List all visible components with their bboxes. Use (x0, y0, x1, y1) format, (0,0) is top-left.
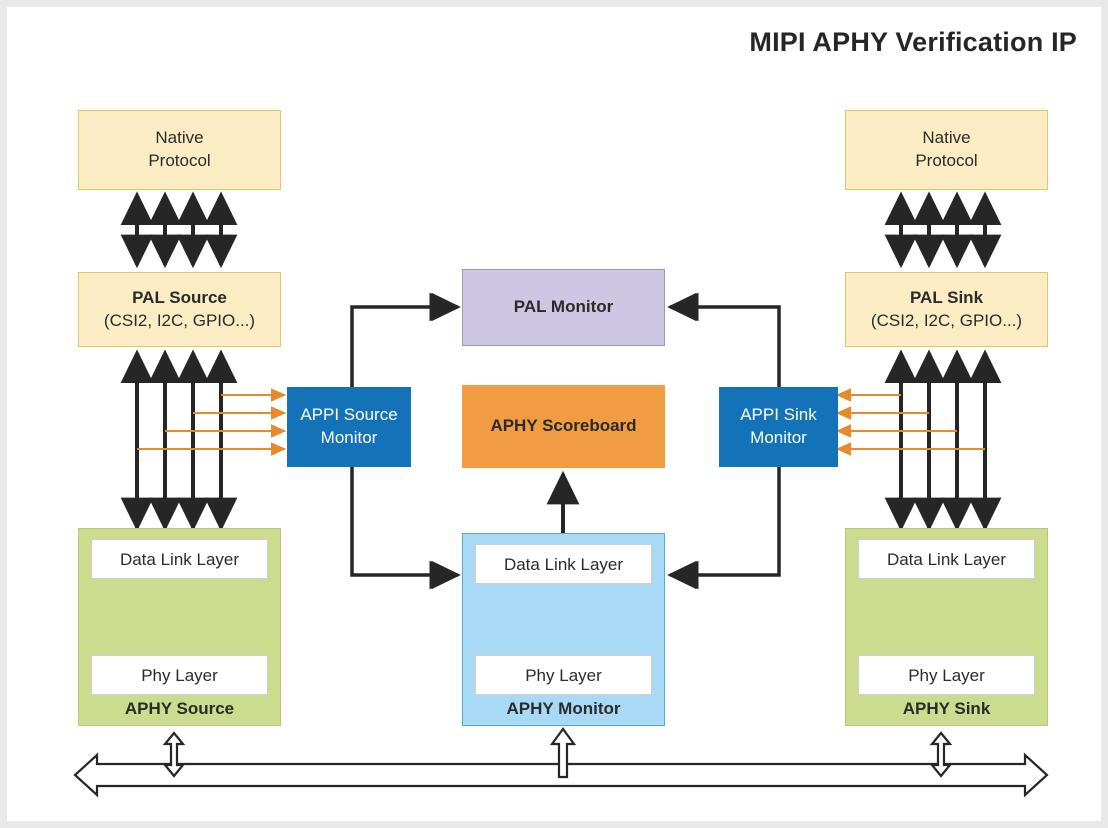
bottom-bus (73, 752, 1049, 798)
lanes-native-to-pal-sink (884, 191, 1002, 269)
node-aphy-sink[interactable]: Data Link Layer Phy Layer APHY Sink (845, 528, 1048, 726)
aphy-monitor-layer-data-link: Data Link Layer (475, 544, 652, 584)
aphy-source-layer-data-link: Data Link Layer (91, 539, 268, 579)
lanes-pal-sink-to-aphy-sink (884, 349, 1002, 532)
bus-riser-aphy-monitor (549, 727, 577, 779)
aphy-sink-layer-data-link: Data Link Layer (858, 539, 1035, 579)
native-protocol-right-line1: Native (922, 128, 971, 148)
node-aphy-scoreboard[interactable]: APHY Scoreboard (462, 385, 665, 468)
node-pal-sink[interactable]: PAL Sink (CSI2, I2C, GPIO...) (845, 272, 1048, 347)
native-protocol-left-line2: Protocol (148, 151, 211, 170)
pal-source-subtitle: (CSI2, I2C, GPIO...) (103, 310, 256, 330)
aphy-monitor-layer-phy: Phy Layer (475, 655, 652, 695)
aphy-source-layer-phy: Phy Layer (91, 655, 268, 695)
appi-source-monitor-line1: APPI Source (300, 405, 398, 425)
aphy-sink-footer: APHY Sink (902, 699, 991, 718)
node-aphy-source[interactable]: Data Link Layer Phy Layer APHY Source (78, 528, 281, 726)
pal-monitor-label: PAL Monitor (513, 297, 614, 317)
pal-sink-subtitle: (CSI2, I2C, GPIO...) (870, 310, 1023, 330)
node-aphy-monitor[interactable]: Data Link Layer Phy Layer APHY Monitor (462, 533, 665, 726)
bus-riser-aphy-sink (929, 731, 953, 778)
appi-sink-taps (835, 388, 985, 456)
appi-sink-monitor-line2: Monitor (750, 428, 807, 447)
node-appi-source-monitor[interactable]: APPI Source Monitor (287, 387, 411, 467)
node-pal-monitor[interactable]: PAL Monitor (462, 269, 665, 346)
node-native-protocol-left[interactable]: Native Protocol (78, 110, 281, 190)
aphy-sink-layer-phy: Phy Layer (858, 655, 1035, 695)
node-appi-sink-monitor[interactable]: APPI Sink Monitor (719, 387, 838, 467)
pal-source-title: PAL Source (132, 287, 227, 307)
lanes-native-to-pal-source (120, 191, 238, 269)
appi-sink-monitor-line1: APPI Sink (740, 405, 817, 425)
aphy-source-footer: APHY Source (124, 699, 235, 718)
aphy-scoreboard-label: APHY Scoreboard (490, 416, 637, 436)
aphy-monitor-inner-gap (475, 584, 652, 655)
appi-source-taps (137, 388, 287, 456)
diagram-canvas: MIPI APHY Verification IP (7, 7, 1101, 821)
node-native-protocol-right[interactable]: Native Protocol (845, 110, 1048, 190)
page-title: MIPI APHY Verification IP (749, 27, 1077, 57)
lanes-pal-source-to-aphy-source (120, 349, 238, 532)
aphy-source-inner-gap (91, 579, 268, 655)
aphy-monitor-footer: APHY Monitor (506, 699, 621, 718)
bus-riser-aphy-source (162, 731, 186, 778)
node-pal-source[interactable]: PAL Source (CSI2, I2C, GPIO...) (78, 272, 281, 347)
appi-source-monitor-line2: Monitor (320, 428, 378, 447)
native-protocol-left-line1: Native (155, 128, 204, 148)
pal-sink-title: PAL Sink (909, 287, 984, 307)
native-protocol-right-line2: Protocol (915, 151, 978, 170)
aphy-sink-inner-gap (858, 579, 1035, 655)
